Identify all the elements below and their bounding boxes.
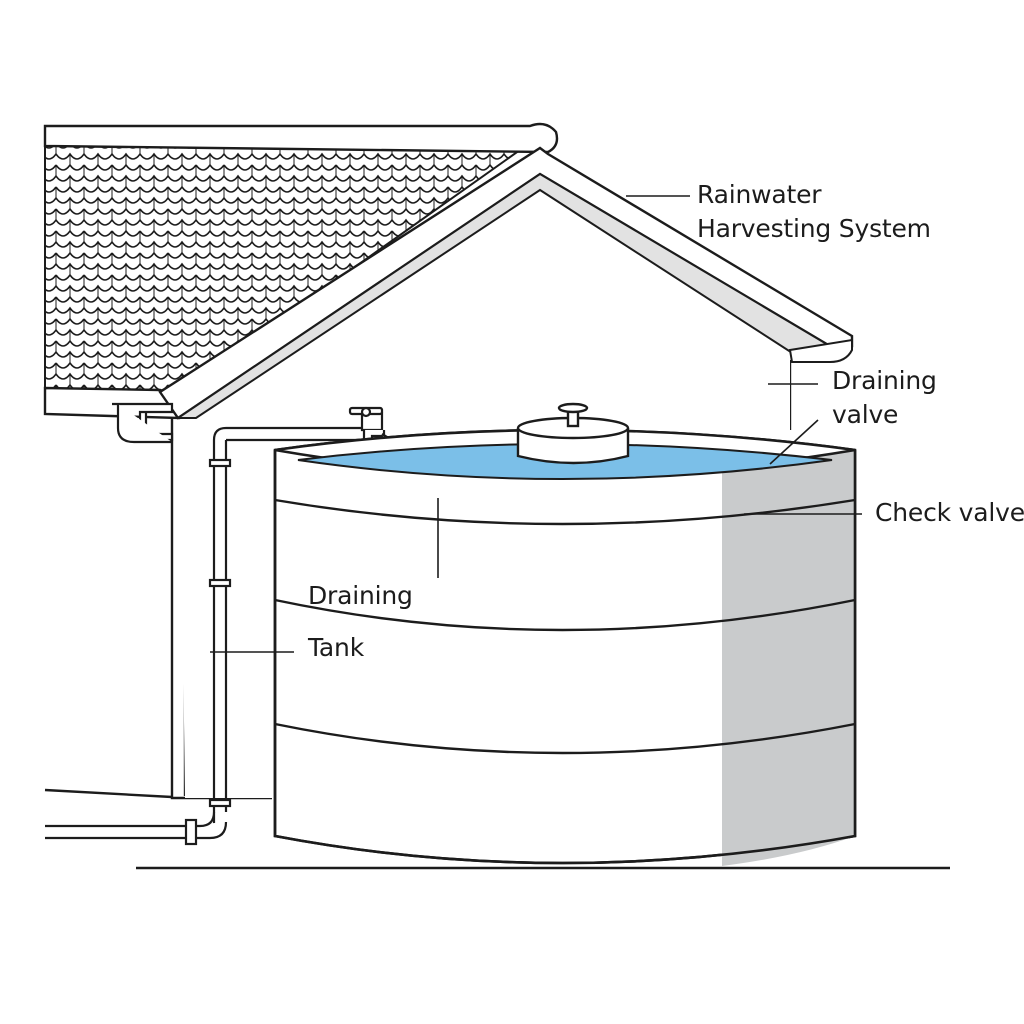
label-draining-valve: Draining valve <box>832 364 937 432</box>
label-rainwater-harvesting-system: Rainwater Harvesting System <box>697 178 931 246</box>
roof-ridge <box>45 124 557 152</box>
label-check-valve: Check valve <box>875 496 1024 530</box>
label-draining-tank: Draining Tank <box>308 570 413 674</box>
